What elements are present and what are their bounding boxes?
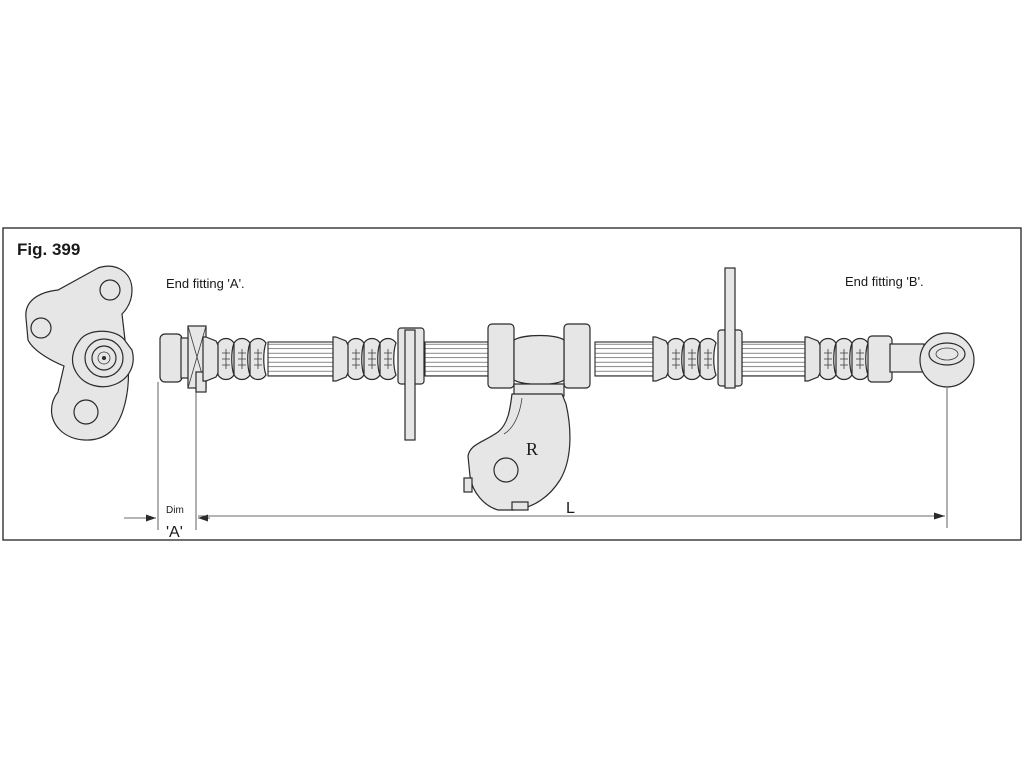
bracket-r-drawing: R: [463, 393, 571, 511]
hose-assembly-drawing: [159, 267, 975, 441]
dim-a-value: 'A': [166, 524, 183, 541]
bracket-label: R: [526, 439, 538, 459]
dim-label: Dim: [166, 505, 184, 516]
length-label: L: [566, 500, 575, 517]
mounting-plate-drawing: [25, 265, 134, 441]
figure-title: Fig. 399: [17, 240, 80, 259]
end-fitting-b-label: End fitting 'B'.: [845, 274, 924, 289]
end-fitting-a-label: End fitting 'A'.: [166, 276, 245, 291]
dimension-lines: [124, 382, 948, 530]
